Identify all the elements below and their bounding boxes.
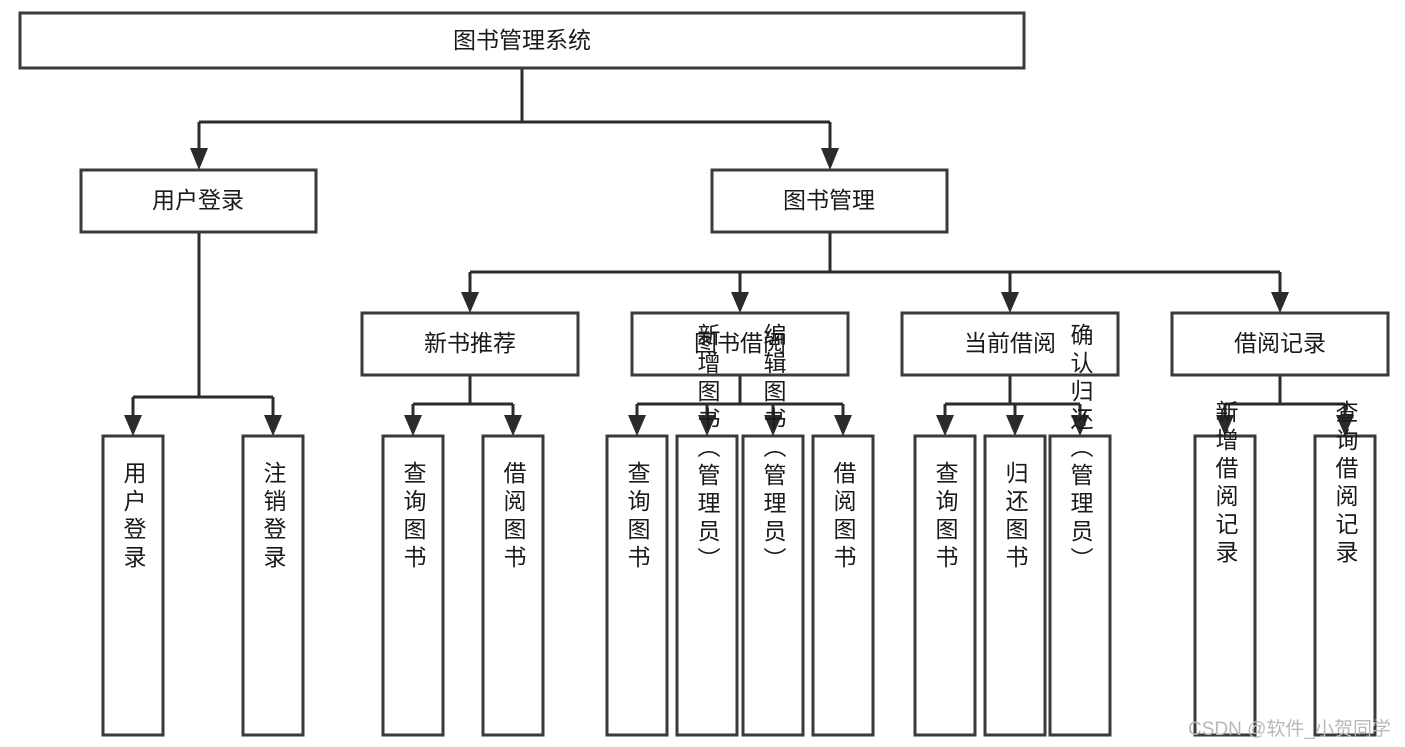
node-root[interactable]: 图书管理系统 [18, 11, 1026, 70]
node-user-login-box[interactable] [79, 168, 318, 234]
arrow-head-current-leaf3 [1071, 415, 1089, 436]
node-new-book-recommend[interactable]: 新书推荐 [360, 311, 580, 377]
arrow-head-rec-leaf2 [504, 415, 522, 436]
arrow-head-borrow-leaf3 [764, 415, 782, 436]
leaf-recommend-borrow-book-box[interactable] [481, 434, 545, 737]
leaf-record-query-box[interactable] [1313, 434, 1377, 737]
leaf-record-query[interactable]: 查询借阅记录 [1313, 400, 1377, 737]
leaf-borrow-query-book[interactable]: 查询图书 [605, 434, 669, 737]
leaf-borrow-query-book-box[interactable] [605, 434, 669, 737]
arrow-head-record-leaf2 [1336, 415, 1354, 436]
leaf-user-login-label: 用户登录 [120, 461, 147, 573]
node-book-management[interactable]: 图书管理 [710, 168, 949, 234]
leaf-user-login-box[interactable] [101, 434, 165, 737]
node-root-label: 图书管理系统 [453, 27, 591, 53]
arrow-head-borrow-record [1271, 292, 1289, 313]
leaf-record-add-label: 新增借阅记录 [1212, 400, 1239, 568]
node-new-book-recommend-label: 新书推荐 [424, 330, 516, 356]
leaf-borrow-add-book-box[interactable] [675, 434, 739, 737]
leaf-user-login[interactable]: 用户登录 [101, 434, 165, 737]
arrow-head-user-login [190, 148, 208, 170]
node-book-management-box[interactable] [710, 168, 949, 234]
leaf-borrow-edit-book-label: 编辑图书（管理员） [760, 323, 787, 575]
node-current-borrow[interactable]: 当前借阅 [900, 311, 1120, 377]
node-new-book-recommend-box[interactable] [360, 311, 580, 377]
leaf-current-return-book-box[interactable] [983, 434, 1047, 737]
leaf-recommend-query-book-label: 查询图书 [400, 461, 427, 573]
node-current-borrow-label: 当前借阅 [964, 330, 1056, 356]
leaf-recommend-query-book[interactable]: 查询图书 [381, 434, 445, 737]
node-root-box[interactable] [18, 11, 1026, 70]
leaf-current-return-book[interactable]: 归还图书 [983, 434, 1047, 737]
arrow-head-book-borrow [731, 292, 749, 313]
leaf-record-add-box[interactable] [1193, 434, 1257, 737]
arrow-head-book-manage [821, 148, 839, 170]
arrow-head-new-book [461, 292, 479, 313]
leaf-current-query-book-label: 查询图书 [932, 461, 959, 573]
node-user-login-label: 用户登录 [152, 187, 244, 213]
arrow-head-current-leaf1 [936, 415, 954, 436]
leaf-current-confirm-return-label: 确认归还（管理员） [1067, 323, 1094, 575]
leaf-recommend-borrow-book[interactable]: 借阅图书 [481, 434, 545, 737]
leaf-current-query-book-box[interactable] [913, 434, 977, 737]
node-borrow-record-label: 借阅记录 [1234, 330, 1326, 356]
leaf-recommend-borrow-book-label: 借阅图书 [500, 461, 527, 573]
arrow-head-borrow-leaf4 [834, 415, 852, 436]
leaf-borrow-edit-book-box[interactable] [741, 434, 805, 737]
leaf-current-confirm-return[interactable]: 确认归还（管理员） [1048, 323, 1112, 737]
leaf-borrow-query-book-label: 查询图书 [624, 461, 651, 573]
leaf-recommend-query-book-box[interactable] [381, 434, 445, 737]
leaf-current-return-book-label: 归还图书 [1002, 461, 1029, 573]
leaf-record-query-label: 查询借阅记录 [1332, 400, 1359, 568]
node-current-borrow-box[interactable] [900, 311, 1120, 377]
node-book-borrow[interactable]: 图书借阅 [630, 311, 850, 377]
leaf-borrow-add-book-label: 新增图书（管理员） [694, 323, 721, 575]
arrow-head-current-leaf2 [1006, 415, 1024, 436]
node-book-borrow-label: 图书借阅 [694, 330, 786, 356]
leaf-borrow-borrow-book-label: 借阅图书 [830, 461, 857, 573]
leaf-borrow-edit-book[interactable]: 编辑图书（管理员） [741, 323, 805, 737]
connector-layer [124, 68, 1354, 436]
arrow-head-borrow-leaf2 [698, 415, 716, 436]
arrow-head-record-leaf1 [1216, 415, 1234, 436]
leaf-borrow-borrow-book-box[interactable] [811, 434, 875, 737]
leaf-borrow-add-book[interactable]: 新增图书（管理员） [675, 323, 739, 737]
leaf-logout-box[interactable] [241, 434, 305, 737]
leaf-record-add[interactable]: 新增借阅记录 [1193, 400, 1257, 737]
leaf-logout-label: 注销登录 [260, 461, 287, 573]
leaf-logout[interactable]: 注销登录 [241, 434, 305, 737]
node-borrow-record[interactable]: 借阅记录 [1170, 311, 1390, 377]
leaf-current-query-book[interactable]: 查询图书 [913, 434, 977, 737]
node-book-borrow-box[interactable] [630, 311, 850, 377]
arrow-head-leaf-user-login [124, 415, 142, 436]
arrow-head-leaf-logout [264, 415, 282, 436]
node-book-management-label: 图书管理 [783, 187, 875, 213]
node-user-login[interactable]: 用户登录 [79, 168, 318, 234]
leaf-borrow-borrow-book[interactable]: 借阅图书 [811, 434, 875, 737]
arrow-head-rec-leaf1 [404, 415, 422, 436]
arrow-head-borrow-leaf1 [628, 415, 646, 436]
arrow-head-current-borrow [1001, 292, 1019, 313]
leaf-current-confirm-return-box[interactable] [1048, 434, 1112, 737]
node-borrow-record-box[interactable] [1170, 311, 1390, 377]
